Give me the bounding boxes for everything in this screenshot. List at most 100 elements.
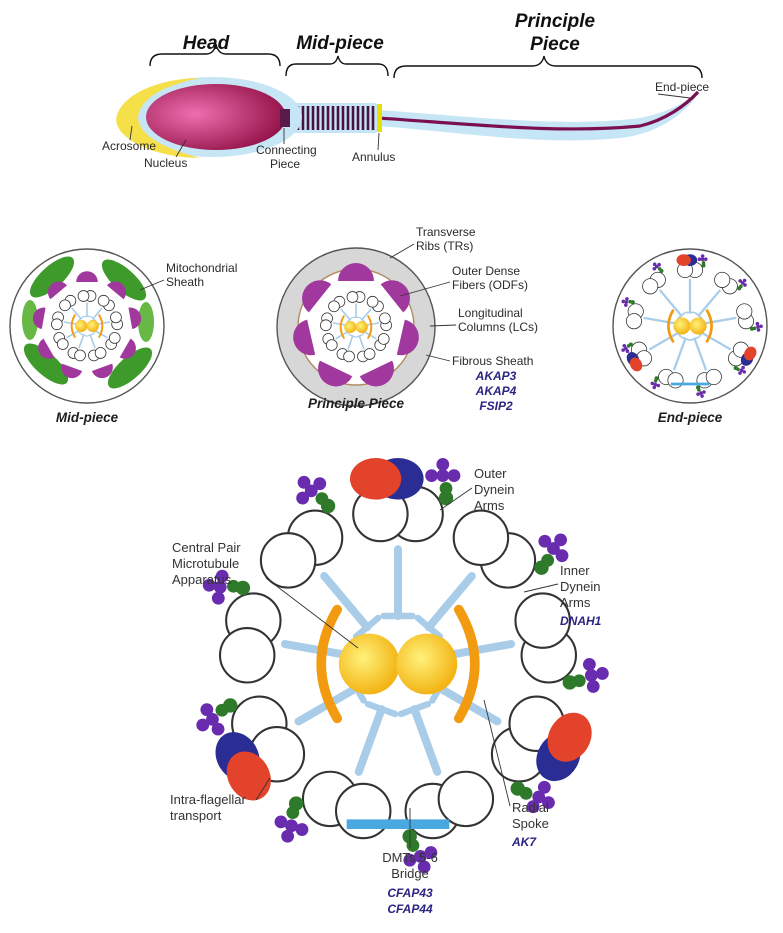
odf-label-1: Outer Dense bbox=[452, 264, 520, 278]
spoke-head bbox=[677, 312, 686, 320]
outer-dynein-arm bbox=[226, 751, 271, 801]
head-brace bbox=[149, 43, 281, 67]
annulus bbox=[377, 104, 382, 132]
principle-brace bbox=[393, 55, 703, 79]
mitochondrial-sheath-label-1: Mitochondrial bbox=[166, 261, 237, 275]
outer-dynein-arm bbox=[629, 357, 643, 372]
microtubule-b bbox=[259, 532, 317, 589]
inner-dynein-arm bbox=[436, 458, 450, 471]
nexin-link bbox=[701, 263, 706, 268]
microtubule-b bbox=[642, 278, 659, 295]
outer-dense-fiber bbox=[107, 281, 127, 300]
inner-dynein-arm bbox=[653, 382, 658, 387]
inner-dynein-arm bbox=[196, 718, 210, 732]
nexin-link bbox=[697, 388, 701, 392]
microtubule-b bbox=[366, 295, 379, 308]
radial-spoke bbox=[340, 308, 351, 321]
gene-fsip2: FSIP2 bbox=[479, 399, 513, 413]
inner-dynein-arm bbox=[417, 860, 431, 874]
midpiece-brace bbox=[285, 55, 389, 77]
inner-dynein-arm bbox=[740, 281, 745, 285]
inner-dynein-arm bbox=[403, 853, 417, 867]
dmt-bridge-label-1: DMTs 5-6 bbox=[382, 850, 438, 865]
microtubule-b bbox=[110, 311, 122, 324]
nexin-link bbox=[752, 326, 757, 331]
microtubule-b bbox=[94, 347, 107, 359]
spoke-head bbox=[397, 700, 432, 718]
inner-dynein-arm bbox=[211, 722, 225, 736]
inner-dynein-arm bbox=[756, 325, 760, 329]
axoneme-detail: Outer Dynein Arms Inner Dynein Arms DNAH… bbox=[170, 457, 609, 916]
sperm-overview: Head Mid-piece Principle Piece End-piece bbox=[102, 11, 709, 171]
principle-cross-section: Transverse Ribs (TRs) Outer Dense Fibers… bbox=[276, 225, 538, 413]
microtubule-b bbox=[437, 770, 495, 828]
central-microtubule bbox=[396, 633, 458, 695]
radial-spoke bbox=[89, 334, 96, 349]
inner-dynein-arm bbox=[741, 365, 745, 370]
microtubule-b bbox=[334, 782, 392, 840]
gene-cfap43: CFAP43 bbox=[387, 886, 433, 900]
midpiece-title: Mid-piece bbox=[296, 33, 384, 54]
outer-dynein-arm bbox=[744, 346, 757, 361]
nexin-link bbox=[438, 490, 454, 506]
inner-dynein-arm bbox=[652, 262, 657, 267]
inner-dynein-arm bbox=[622, 343, 627, 348]
outer-dense-fiber bbox=[318, 360, 353, 387]
midpiece-axoneme bbox=[51, 290, 123, 362]
central-sheath bbox=[667, 309, 675, 343]
inner-dynein-arm bbox=[756, 328, 761, 332]
outer-dense-fiber bbox=[47, 281, 67, 300]
spoke-head bbox=[90, 316, 97, 322]
outer-dynein-arm bbox=[547, 712, 592, 762]
inner-dynein-arm bbox=[542, 796, 555, 809]
radial-spoke bbox=[424, 572, 476, 632]
inner-dynein-arm bbox=[624, 300, 629, 304]
gene-akap3: AKAP3 bbox=[475, 369, 517, 383]
outer-dense-fiber bbox=[119, 338, 136, 359]
midpiece-cross-section: Mitochondrial Sheath Mid-piece bbox=[9, 248, 237, 425]
central-sheath bbox=[367, 315, 373, 339]
principle-odfs bbox=[293, 263, 419, 387]
inner-dynein-arm bbox=[738, 279, 742, 283]
inner-dynein-arm bbox=[624, 303, 628, 307]
nexin-link bbox=[541, 553, 555, 567]
ift-label-2: transport bbox=[170, 808, 222, 823]
microtubule-b bbox=[59, 299, 71, 312]
microtubule-b bbox=[363, 348, 376, 360]
spoke-head bbox=[680, 336, 691, 341]
principle-axoneme bbox=[320, 291, 392, 363]
inner-dynein-arm bbox=[742, 370, 747, 374]
principle-caption: Principle Piece bbox=[308, 396, 405, 411]
spoke-head bbox=[359, 317, 366, 323]
mitochondrial-sheath-label-2: Sheath bbox=[166, 275, 204, 289]
nexin-link bbox=[701, 261, 706, 265]
radial-spoke bbox=[693, 337, 707, 371]
inner-dynein-arm bbox=[200, 703, 214, 717]
microtubule-b bbox=[705, 368, 722, 385]
nexin-link bbox=[519, 786, 533, 800]
inner-dynein-arm bbox=[703, 257, 708, 262]
inner-dynein-arm bbox=[538, 534, 552, 548]
inner-dynein-arm bbox=[304, 484, 318, 498]
spoke-head bbox=[352, 614, 382, 640]
inner-dynein-arm bbox=[696, 392, 700, 396]
radial-spoke bbox=[78, 334, 85, 349]
outer-dense-fibers bbox=[32, 271, 142, 379]
outer-dense-fiber bbox=[302, 280, 332, 313]
midpiece-caption: Mid-piece bbox=[56, 410, 119, 425]
inner-dynein-arm bbox=[625, 349, 630, 354]
radial-spoke bbox=[354, 705, 386, 776]
spoke-head bbox=[349, 334, 357, 338]
radial-spoke bbox=[702, 316, 737, 325]
microtubule-b bbox=[328, 300, 340, 313]
central-microtubule bbox=[86, 319, 99, 333]
inner-dynein-arm bbox=[447, 469, 461, 482]
lc-label-2: Columns (LCs) bbox=[458, 320, 538, 334]
acrosome bbox=[116, 78, 200, 158]
inner-dynein-arm bbox=[202, 578, 216, 592]
inner-dynein-arm bbox=[313, 477, 327, 491]
inner-dynein-arm bbox=[652, 266, 657, 271]
inner-dynein-arm bbox=[700, 257, 705, 262]
connecting-piece-label-1: Connecting bbox=[256, 143, 317, 157]
nucleus-label: Nucleus bbox=[144, 156, 187, 170]
